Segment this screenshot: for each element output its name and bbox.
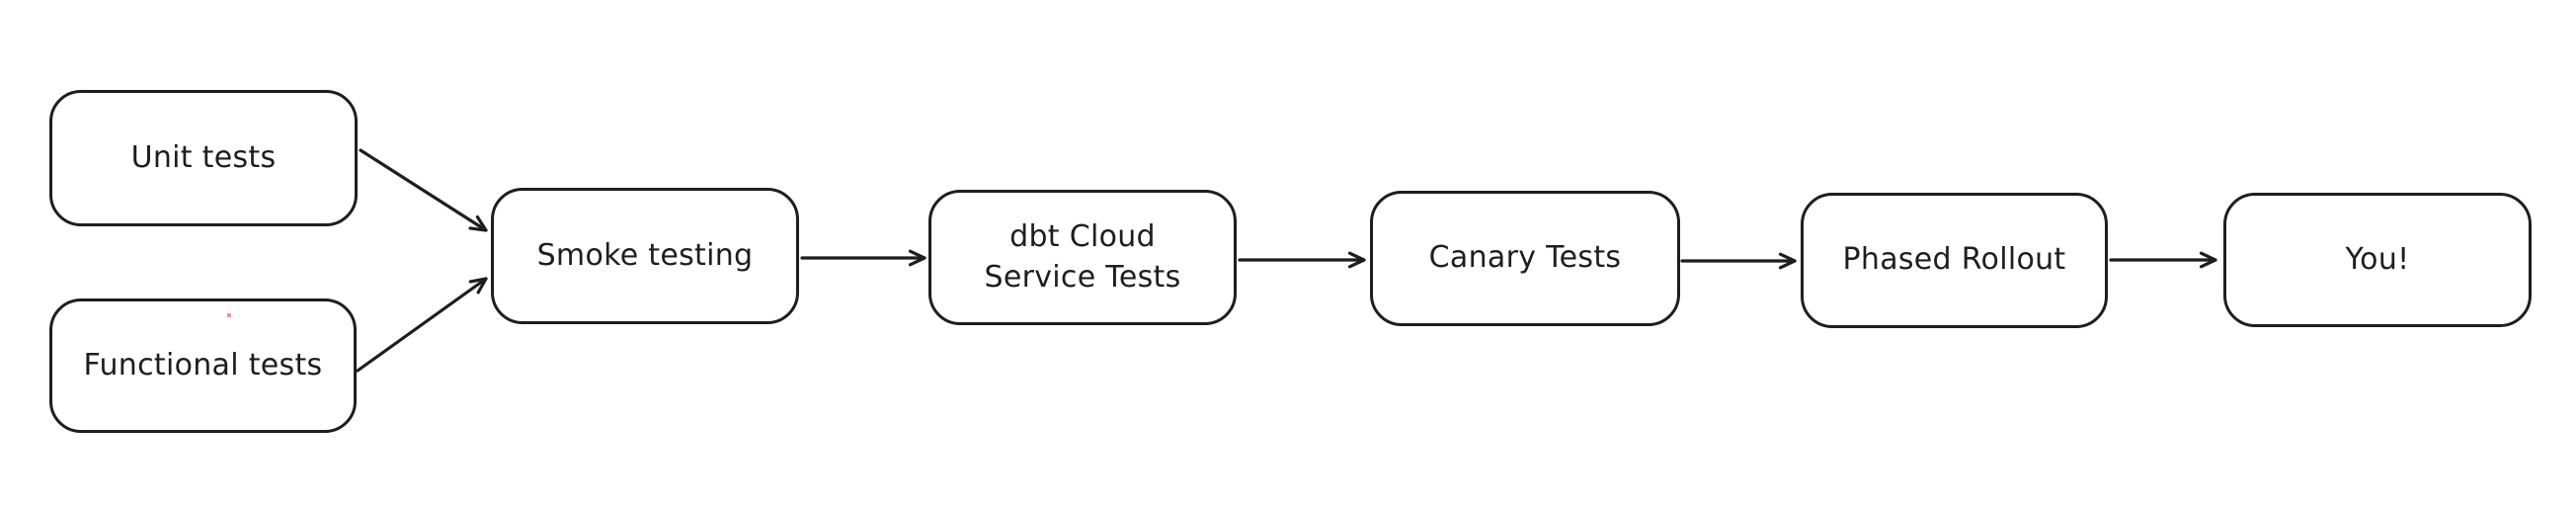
stray-red-dot-artifact — [227, 313, 231, 317]
node-smoke-testing[interactable]: Smoke testing — [491, 188, 799, 324]
node-smoke-testing-label: Smoke testing — [536, 237, 754, 273]
node-unit-tests[interactable]: Unit tests — [49, 90, 358, 226]
node-dbt-cloud-service-tests-label: dbt Cloud Service Tests — [984, 219, 1181, 295]
node-you[interactable]: You! — [2223, 193, 2532, 327]
arrow-dbt-cloud-service-tests-to-canary-tests[interactable] — [1238, 251, 1366, 269]
arrow-unit-tests-to-smoke-testing[interactable] — [359, 148, 488, 232]
node-you-label: You! — [2345, 241, 2410, 277]
node-functional-tests[interactable]: Functional tests — [49, 298, 357, 433]
arrow-smoke-testing-to-dbt-cloud-service-tests[interactable] — [800, 249, 926, 267]
node-phased-rollout-label: Phased Rollout — [1842, 242, 2066, 278]
arrow-phased-rollout-to-you[interactable] — [2109, 251, 2217, 269]
arrow-canary-tests-to-phased-rollout[interactable] — [1680, 252, 1797, 270]
node-canary-tests-label: Canary Tests — [1428, 240, 1622, 276]
arrow-functional-tests-to-smoke-testing[interactable] — [356, 277, 488, 373]
node-dbt-cloud-service-tests[interactable]: dbt Cloud Service Tests — [928, 190, 1237, 325]
node-unit-tests-label: Unit tests — [130, 139, 277, 175]
node-functional-tests-label: Functional tests — [83, 347, 323, 382]
node-canary-tests[interactable]: Canary Tests — [1370, 191, 1680, 326]
node-phased-rollout[interactable]: Phased Rollout — [1801, 193, 2108, 328]
